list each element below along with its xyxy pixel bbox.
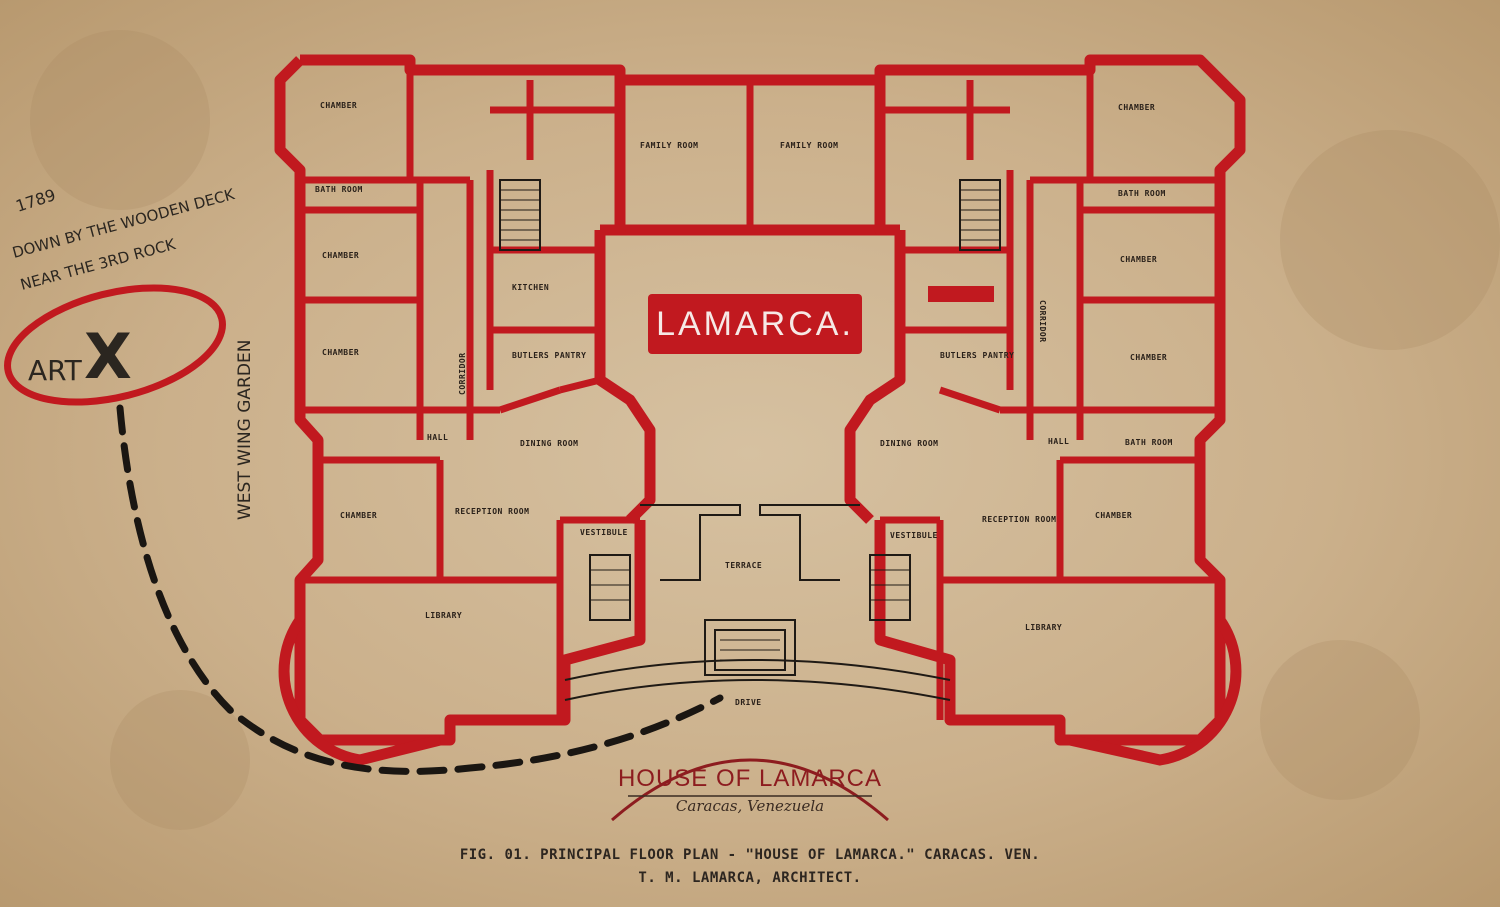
room-label-chamber: CHAMBER <box>1118 103 1155 112</box>
room-label-chamber: CHAMBER <box>322 348 359 357</box>
room-label-bath-room: BATH ROOM <box>1125 438 1173 447</box>
treasure-notes: 1789 DOWN BY THE WOODEN DECK NEAR THE 3R… <box>10 185 255 520</box>
interior-walls <box>300 60 1220 720</box>
house-logo-arc <box>611 758 889 822</box>
house-subtitle: Caracas, Venezuela <box>675 797 825 815</box>
room-label-vestibule: VESTIBULE <box>890 531 938 540</box>
room-label-terrace: TERRACE <box>725 561 762 570</box>
note-garden: WEST WING GARDEN <box>235 340 255 520</box>
room-label-drive: DRIVE <box>735 698 762 707</box>
room-label-dining-room: DINING ROOM <box>520 439 578 448</box>
room-label-reception-room: RECEPTION ROOM <box>982 515 1056 524</box>
house-title: HOUSE OF LAMARCA <box>617 765 883 792</box>
room-labels: CHAMBER BATH ROOM CHAMBER CHAMBER CHAMBE… <box>315 101 1173 707</box>
architect-credit: T. M. LAMARCA, ARCHITECT. <box>638 870 862 886</box>
room-label-bath-room: BATH ROOM <box>315 185 363 194</box>
lamarca-logo-text: LAMARCA. <box>656 304 854 343</box>
room-label-corridor: CORRIDOR <box>1038 300 1047 343</box>
turrets <box>278 616 1242 766</box>
room-label-chamber: CHAMBER <box>320 101 357 110</box>
figure-caption: FIG. 01. PRINCIPAL FLOOR PLAN - "HOUSE O… <box>459 847 1041 863</box>
room-label-hall: HALL <box>427 433 448 442</box>
marker-x-icon: X <box>84 320 132 393</box>
marker-art-label: ART <box>28 354 83 387</box>
room-label-vestibule: VESTIBULE <box>580 528 628 537</box>
room-label-family-room: FAMILY ROOM <box>780 141 838 150</box>
room-label-hall: HALL <box>1048 437 1069 446</box>
room-label-kitchen: KITCHEN <box>512 283 549 292</box>
room-label-chamber: CHAMBER <box>322 251 359 260</box>
room-label-library: LIBRARY <box>425 611 462 620</box>
room-label-chamber: CHAMBER <box>1120 255 1157 264</box>
stair-treads <box>500 189 1000 661</box>
room-label-corridor: CORRIDOR <box>458 352 467 395</box>
room-label-library: LIBRARY <box>1025 623 1062 632</box>
outer-walls <box>274 54 1246 746</box>
room-label-dining-room: DINING ROOM <box>880 439 938 448</box>
room-label-butlers-pantry: BUTLERS PANTRY <box>940 351 1014 360</box>
room-label-chamber: CHAMBER <box>1130 353 1167 362</box>
red-marker-block <box>928 286 994 302</box>
room-label-chamber: CHAMBER <box>340 511 377 520</box>
treasure-marker: ART X <box>4 284 226 406</box>
paper-texture <box>30 30 1500 830</box>
room-label-reception-room: RECEPTION ROOM <box>455 507 529 516</box>
lamarca-logo: LAMARCA. <box>648 294 862 354</box>
room-label-chamber: CHAMBER <box>1095 511 1132 520</box>
room-label-butlers-pantry: BUTLERS PANTRY <box>512 351 586 360</box>
room-label-bath-room: BATH ROOM <box>1118 189 1166 198</box>
note-year: 1789 <box>13 185 58 216</box>
room-label-family-room: FAMILY ROOM <box>640 141 698 150</box>
treasure-path <box>116 404 724 775</box>
